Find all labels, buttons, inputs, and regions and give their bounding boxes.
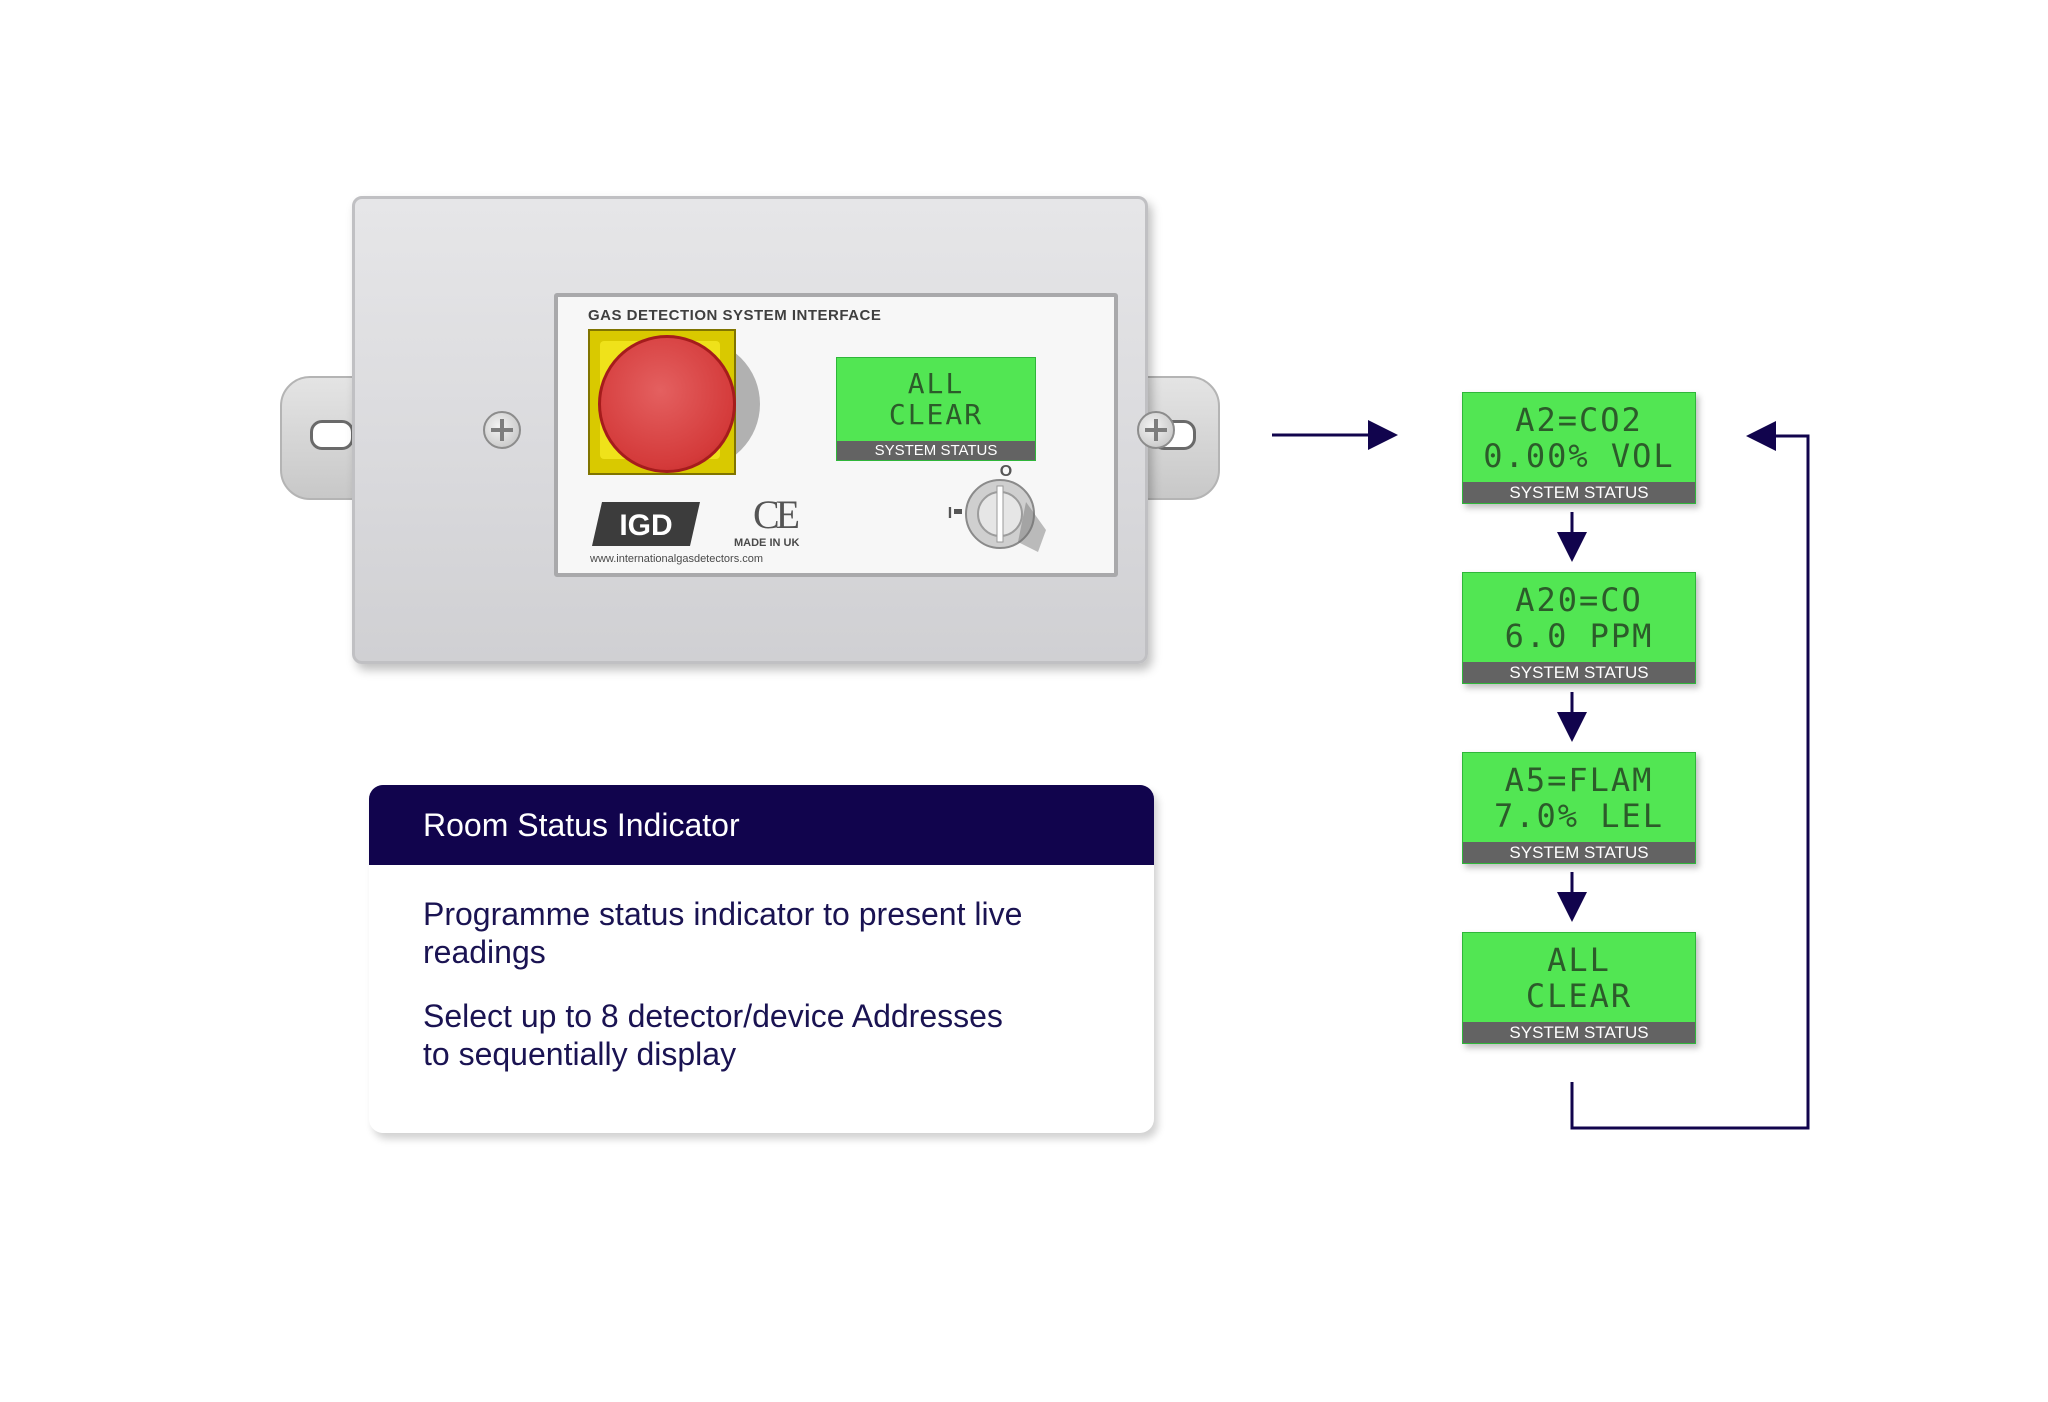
- sequence-display-1-text: A2=CO2 0.00% VOL: [1463, 393, 1695, 482]
- sequence-display-4-line2: CLEAR: [1525, 976, 1633, 1015]
- mounting-hole-left: [310, 420, 354, 450]
- sequence-display-3-line2: 7.0% LEL: [1493, 796, 1665, 835]
- device-display-label: SYSTEM STATUS: [837, 441, 1035, 460]
- card-title: Room Status Indicator: [369, 785, 1154, 865]
- key-switch-icon[interactable]: O I: [938, 462, 1058, 572]
- logo-text: IGD: [619, 509, 672, 542]
- sequence-display-2-label: SYSTEM STATUS: [1463, 662, 1695, 683]
- device-faceplate: GAS DETECTION SYSTEM INTERFACE ALL CLEAR…: [554, 293, 1118, 577]
- room-status-card: Room Status Indicator Programme status i…: [369, 785, 1154, 1133]
- key-on-label: I: [948, 505, 952, 522]
- sequence-display-2-line1: A20=CO: [1515, 581, 1643, 620]
- sequence-display-1-label: SYSTEM STATUS: [1463, 482, 1695, 503]
- sequence-display-1: A2=CO2 0.00% VOL SYSTEM STATUS: [1462, 392, 1696, 504]
- sequence-display-3: A5=FLAM 7.0% LEL SYSTEM STATUS: [1462, 752, 1696, 864]
- sequence-display-3-line1: A5=FLAM: [1504, 761, 1654, 800]
- screw-left-icon: [483, 411, 521, 449]
- sequence-display-4-label: SYSTEM STATUS: [1463, 1022, 1695, 1043]
- device-display-line2: CLEAR: [888, 397, 984, 431]
- loop-back-arrow-icon: [1570, 421, 1810, 1130]
- sequence-display-1-line2: 0.00% VOL: [1483, 436, 1675, 475]
- sequence-display-2: A20=CO 6.0 PPM SYSTEM STATUS: [1462, 572, 1696, 684]
- sequence-display-4: ALL CLEAR SYSTEM STATUS: [1462, 932, 1696, 1044]
- sequence-display-4-line1: ALL: [1547, 941, 1611, 980]
- sequence-display-2-text: A20=CO 6.0 PPM: [1463, 573, 1695, 662]
- sequence-display-1-line1: A2=CO2: [1515, 401, 1643, 440]
- red-push-button[interactable]: [598, 335, 736, 473]
- gas-detection-interface-device: GAS DETECTION SYSTEM INTERFACE ALL CLEAR…: [270, 196, 1220, 676]
- screw-right-icon: [1137, 411, 1175, 449]
- card-body: Programme status indicator to present li…: [369, 865, 1154, 1073]
- igd-logo-icon: IGD: [592, 502, 700, 546]
- sequence-display-2-line2: 6.0 PPM: [1504, 616, 1654, 655]
- sequence-display-3-label: SYSTEM STATUS: [1463, 842, 1695, 863]
- key-off-label: O: [1000, 463, 1012, 480]
- card-paragraph-2: Select up to 8 detector/device Addresses…: [423, 998, 1003, 1072]
- made-in-label: MADE IN UK: [734, 537, 800, 549]
- device-display-text: ALL CLEAR: [837, 358, 1035, 441]
- ce-mark: CE: [753, 492, 800, 537]
- faceplate-title: GAS DETECTION SYSTEM INTERFACE: [588, 307, 882, 324]
- website-label: www.internationalgasdetectors.com: [590, 553, 764, 565]
- card-paragraph-1: Programme status indicator to present li…: [423, 896, 1023, 970]
- sequence-display-4-text: ALL CLEAR: [1463, 933, 1695, 1022]
- device-status-display: ALL CLEAR SYSTEM STATUS: [836, 357, 1036, 461]
- sequence-display-3-text: A5=FLAM 7.0% LEL: [1463, 753, 1695, 842]
- device-display-line1: ALL: [907, 366, 965, 400]
- device-backplate: GAS DETECTION SYSTEM INTERFACE ALL CLEAR…: [352, 196, 1175, 664]
